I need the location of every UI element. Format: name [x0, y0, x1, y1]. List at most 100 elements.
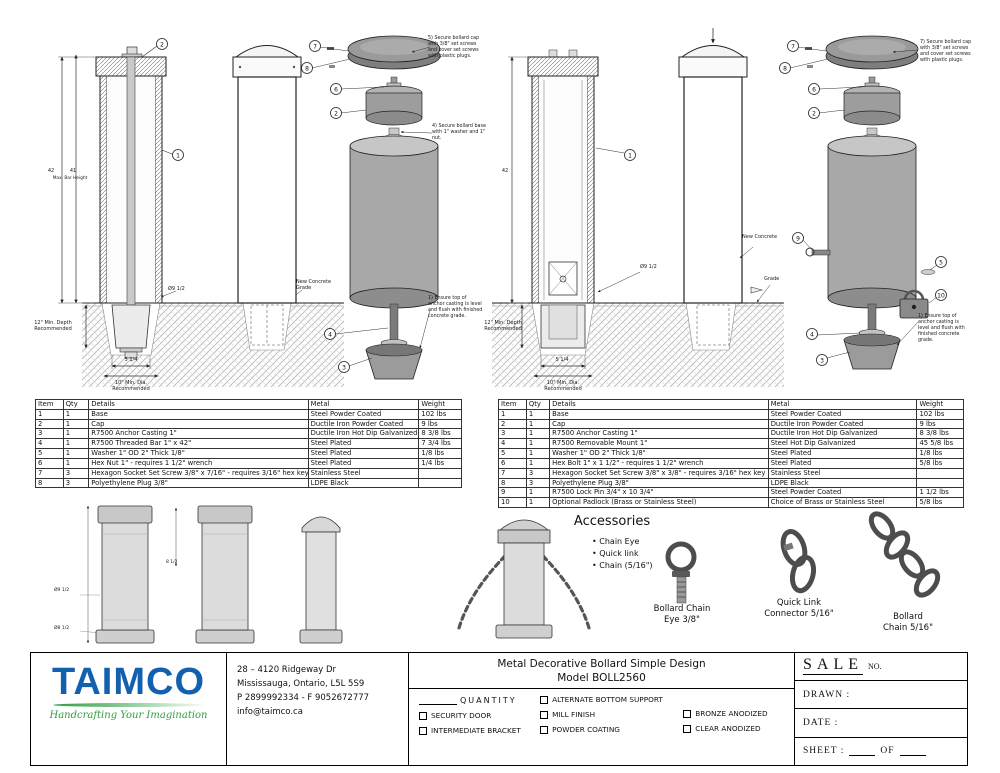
- quantity-blank-line: [419, 697, 457, 706]
- label-new-concrete-grade: New Concrete Grade: [296, 279, 332, 291]
- checkbox-intermediate-bracket[interactable]: [419, 726, 427, 735]
- option-label: INTERMEDIATE BRACKET: [431, 726, 521, 736]
- checkbox-bronze-anodized[interactable]: [683, 709, 692, 718]
- table-cell: 1: [525, 418, 551, 430]
- option-alternate-bottom-support[interactable]: ALTERNATE BOTTOM SUPPORT: [540, 695, 683, 704]
- table-cell: [916, 467, 964, 479]
- table-cell: 3: [62, 467, 90, 479]
- sheet-number-blank: [849, 747, 876, 756]
- table-cell: LDPE Black: [307, 477, 420, 489]
- drawing-title-line: Metal Decorative Bollard Simple Design: [497, 658, 706, 670]
- svg-text:8: 8: [783, 66, 787, 73]
- label-new-concrete: New Concrete: [742, 234, 778, 240]
- table-cell: 1: [525, 438, 551, 450]
- checkbox-clear-anodized[interactable]: [683, 724, 692, 733]
- quick-link-icon: [780, 529, 817, 594]
- date-label: DATE :: [803, 717, 839, 728]
- accessory-bullet-quick-link: Quick link: [592, 549, 638, 558]
- svg-text:3: 3: [342, 365, 346, 372]
- svg-text:2: 2: [160, 42, 164, 49]
- col-header-metal: Metal: [767, 399, 918, 410]
- note-base: 4) Secure bollard base with 1" washer an…: [432, 124, 486, 141]
- accessories-heading: Accessories: [573, 514, 651, 529]
- table-cell: Cap: [88, 418, 309, 430]
- quantity-label: QUANTITY: [419, 695, 540, 706]
- table-cell: 8 3/8 lbs: [418, 428, 462, 440]
- label-quick-link: Quick Link Connector 5/16": [753, 598, 845, 620]
- table-cell: 1: [62, 457, 90, 469]
- table-cell: 1: [62, 448, 90, 459]
- checkbox-alternate-bottom-support[interactable]: [540, 695, 549, 704]
- option-clear-anodized[interactable]: CLEAR ANODIZED: [683, 724, 786, 733]
- label-line: Eye 3/8": [664, 615, 700, 626]
- title-and-options: Metal Decorative Bollard Simple Design M…: [409, 653, 795, 765]
- table-cell: 7 3/4 lbs: [418, 438, 462, 450]
- dim-depth-left: 12" Min. Depth Recommended: [34, 320, 72, 332]
- bollard-style-a: [79, 505, 155, 644]
- threaded-stud: [389, 303, 399, 341]
- chain-eye-icon: [665, 541, 697, 604]
- no-label: NO.: [868, 662, 882, 671]
- grade-flag-icon: [750, 286, 764, 294]
- callout: 8: [779, 58, 829, 74]
- callout: 7: [787, 40, 827, 52]
- padlock-icon: [899, 289, 929, 319]
- drawing-section-removable: 1: [508, 49, 641, 378]
- accessory-bullet-chain-eye: Chain Eye: [592, 537, 639, 546]
- option-label: MILL FINISH: [552, 710, 596, 720]
- table-cell: 5: [498, 448, 527, 459]
- table-cell: Base: [88, 408, 309, 420]
- table-cell: Ductile Iron Hot Dip Galvanized: [767, 428, 918, 440]
- bollard-with-chain: [457, 519, 591, 639]
- table-cell: 7: [35, 467, 64, 479]
- option-security-door[interactable]: SECURITY DOOR: [419, 711, 540, 720]
- svg-text:4: 4: [810, 332, 814, 339]
- table-cell: Choice of Brass or Stainless Steel: [767, 497, 918, 509]
- drawn-label: DRAWN :: [803, 689, 851, 700]
- table-cell: 1: [525, 497, 551, 509]
- svg-text:1: 1: [628, 153, 632, 160]
- option-bronze-anodized[interactable]: BRONZE ANODIZED: [683, 709, 786, 718]
- note-anchor-right: 1) Ensure top of anchor casting is level…: [918, 314, 965, 343]
- table-cell: 5/8 lbs: [916, 497, 964, 509]
- option-powder-coating[interactable]: POWDER COATING: [540, 725, 683, 734]
- callout: 1: [595, 147, 636, 161]
- logo-swoosh-icon: [53, 703, 204, 707]
- dim-42-left: 42: [47, 168, 55, 174]
- col-header-weight: Weight: [916, 399, 964, 410]
- checkbox-mill-finish[interactable]: [540, 710, 549, 719]
- table-cell: 6: [498, 457, 527, 469]
- option-label: POWDER COATING: [552, 725, 620, 735]
- drawings-bottom: [79, 505, 941, 644]
- svg-text:7: 7: [313, 44, 317, 51]
- table-cell: 1: [62, 418, 90, 430]
- col-header-weight: Weight: [418, 399, 462, 410]
- label-chain-eye: Bollard Chain Eye 3/8": [643, 604, 721, 626]
- table-cell: 1/8 lbs: [418, 448, 462, 459]
- table-cell: 1: [525, 487, 551, 499]
- table-cell: 5/8 lbs: [916, 457, 964, 469]
- bollard-style-b: [174, 505, 255, 644]
- label-line: Chain 5/16": [883, 623, 933, 634]
- table-cell: [418, 477, 462, 489]
- drawing-elevation-removable: [678, 28, 771, 346]
- title-block: TAIMCO Handcrafting Your Imagination 28 …: [30, 652, 968, 766]
- dim-width-right: 5 1/4: [555, 357, 569, 363]
- sheet-total-blank: [899, 747, 926, 756]
- checkbox-powder-coating[interactable]: [540, 725, 549, 734]
- table-cell: 102 lbs: [418, 408, 462, 420]
- svg-text:9: 9: [796, 236, 800, 243]
- svg-text:5: 5: [939, 260, 943, 267]
- checkbox-security-door[interactable]: [419, 711, 427, 720]
- quantity-text: QUANTITY: [460, 696, 517, 706]
- option-intermediate-bracket[interactable]: INTERMEDIATE BRACKET: [419, 726, 540, 735]
- table-cell: Hex Bolt 1" x 1 1/2" - requires 1 1/2" w…: [549, 457, 769, 469]
- callout: 7: [309, 40, 349, 52]
- option-mill-finish[interactable]: MILL FINISH: [540, 710, 683, 719]
- threaded-bar: [126, 56, 136, 348]
